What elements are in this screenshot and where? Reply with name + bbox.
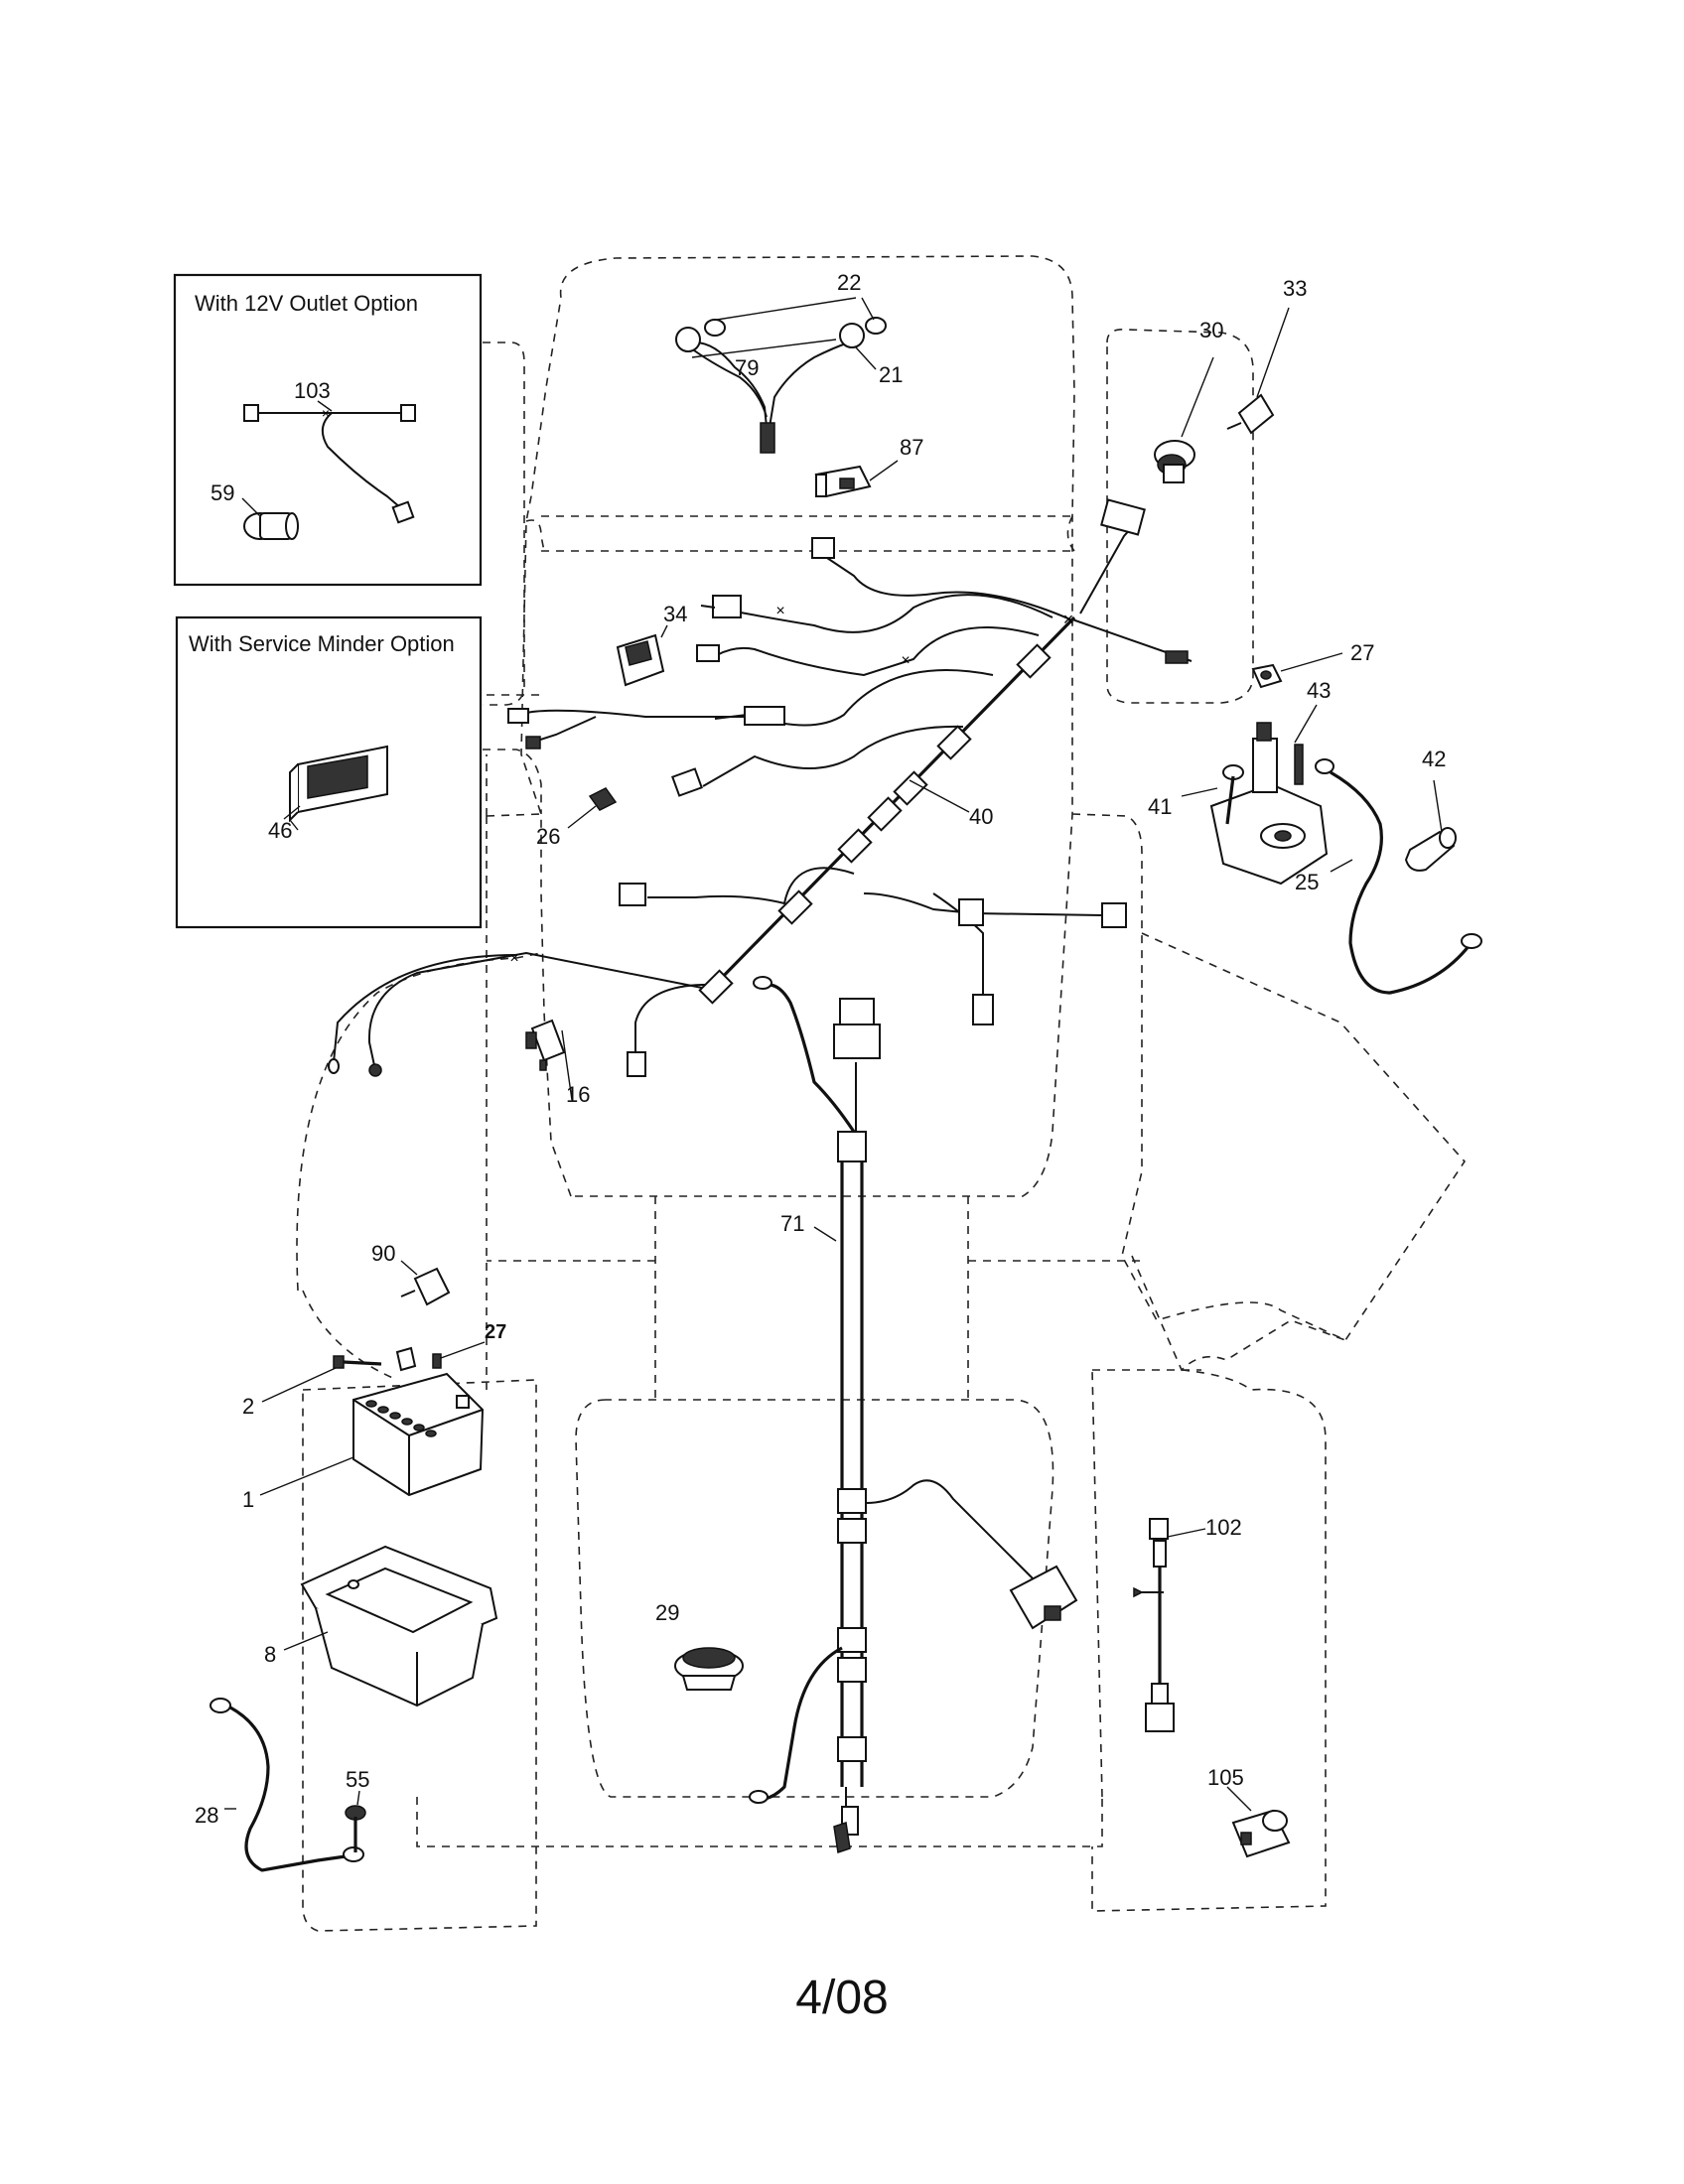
- battery-tray: 8: [264, 1545, 498, 1707]
- switch-34: 34: [616, 602, 687, 687]
- battery-cell-caps: [365, 1400, 437, 1437]
- callout-79: 79: [735, 355, 759, 380]
- rear-harness-71: 71: [749, 976, 1078, 1853]
- headlight-bulb-left: [675, 319, 726, 352]
- callout-40: 40: [969, 804, 993, 829]
- nut-27-solenoid: 27: [1251, 640, 1374, 689]
- battery-nut-27: 27: [432, 1321, 506, 1369]
- inset-service-minder-title: With Service Minder Option: [189, 631, 455, 656]
- callout-87: 87: [900, 435, 923, 460]
- callout-16: 16: [566, 1082, 590, 1107]
- footer-date-code: 4/08: [795, 1972, 889, 2024]
- callout-46: 46: [268, 818, 292, 843]
- callout-29: 29: [655, 1600, 679, 1625]
- callout-21: 21: [879, 362, 903, 387]
- callout-42: 42: [1422, 747, 1446, 771]
- callout-41: 41: [1148, 794, 1172, 819]
- callout-59: 59: [210, 480, 234, 505]
- svg-text:×: ×: [509, 950, 518, 967]
- callout-28: 28: [195, 1803, 218, 1828]
- callout-30: 30: [1199, 318, 1223, 342]
- callout-103: 103: [294, 378, 331, 403]
- harness-clips: [698, 643, 1052, 1005]
- terminal-boot-42: 42: [1404, 747, 1457, 872]
- bolt-41: 41: [1148, 764, 1244, 825]
- svg-text:×: ×: [322, 405, 330, 421]
- inset-outlet-option: With 12V Outlet Option × 103 59: [173, 273, 483, 587]
- svg-text:×: ×: [1063, 610, 1074, 629]
- callout-34: 34: [663, 602, 687, 626]
- svg-text:×: ×: [775, 603, 784, 619]
- callout-55: 55: [346, 1767, 369, 1792]
- svg-text:×: ×: [901, 652, 910, 669]
- relay-87: 87: [814, 435, 923, 498]
- plug-16: 16: [525, 1019, 590, 1107]
- switch-105: 105: [1207, 1765, 1291, 1858]
- callout-71: 71: [780, 1211, 804, 1236]
- screw-55: 55: [345, 1767, 369, 1852]
- fuse-26: 26: [536, 787, 618, 849]
- inset-outlet-title: With 12V Outlet Option: [195, 291, 418, 316]
- callout-90: 90: [371, 1241, 395, 1266]
- battery-bolt-2: 2: [242, 1346, 417, 1419]
- callout-2: 2: [242, 1394, 254, 1419]
- ignition-switch: 30: [1154, 318, 1223, 483]
- callout-25: 25: [1295, 870, 1319, 894]
- callout-26: 26: [536, 824, 560, 849]
- ignition-key: 33: [1226, 276, 1307, 435]
- harness-102: 102: [1133, 1515, 1242, 1732]
- callout-43: 43: [1307, 678, 1331, 703]
- service-minder-display: [289, 745, 388, 831]
- ground-cable-28: 28: [195, 1698, 364, 1872]
- outlet-socket: [243, 512, 299, 540]
- callout-102: 102: [1205, 1515, 1242, 1540]
- headlight-harness: 22 79 21: [675, 270, 903, 454]
- callout-27-battery: 27: [485, 1321, 506, 1343]
- main-wire-harness: × × × × 40: [328, 498, 1193, 1077]
- starter-solenoid: 43: [1209, 678, 1331, 886]
- headlight-bulb-right: [839, 317, 887, 348]
- seat-switch-29: 29: [655, 1600, 744, 1691]
- battery: 1: [242, 1372, 485, 1512]
- inset-service-minder-option: With Service Minder Option 46: [175, 615, 483, 929]
- diode-plug-90: 90: [371, 1241, 451, 1306]
- callout-105: 105: [1207, 1765, 1244, 1790]
- callout-22: 22: [837, 270, 861, 295]
- callout-8: 8: [264, 1642, 276, 1667]
- battery-cable-25: 25: [1295, 758, 1482, 995]
- callout-1: 1: [242, 1487, 254, 1512]
- callout-27-solenoid: 27: [1350, 640, 1374, 665]
- outlet-harness: ×: [243, 404, 416, 524]
- callout-33: 33: [1283, 276, 1307, 301]
- tractor-outline: [296, 255, 1467, 1932]
